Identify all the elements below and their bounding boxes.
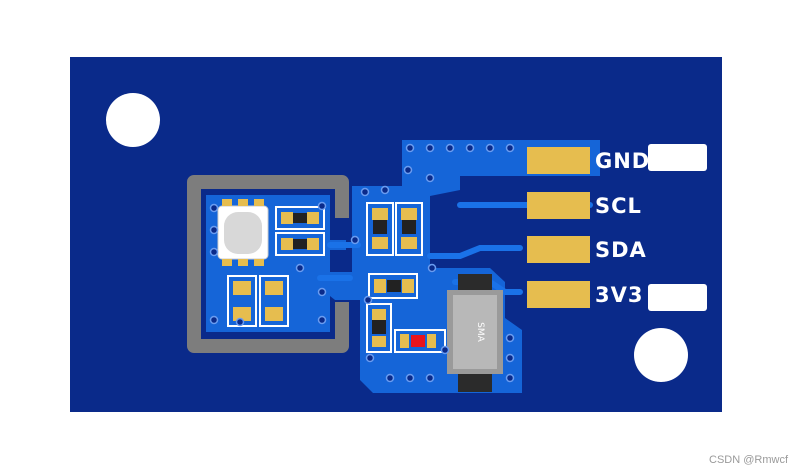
watermark: CSDN @Rmwcf <box>709 454 788 466</box>
silk-box-gnd <box>648 144 707 171</box>
pad-gnd <box>527 147 590 174</box>
vias <box>209 143 515 383</box>
passives <box>227 202 423 353</box>
pad-3v3 <box>527 281 590 308</box>
mounting-hole-bottom-right <box>634 328 688 382</box>
pad-sda <box>527 236 590 263</box>
header-pads <box>527 147 590 308</box>
pin-label-gnd: GND <box>595 149 650 173</box>
pin-label-3v3: 3V3 <box>595 283 643 307</box>
pad-scl <box>527 192 590 219</box>
pin-label-sda: SDA <box>595 238 647 262</box>
sma-diode: SMA <box>447 274 503 392</box>
mounting-hole-top-left <box>106 93 160 147</box>
keepout-ring <box>187 175 349 353</box>
sensor-chip <box>217 199 269 266</box>
diode-marking: SMA <box>475 322 485 342</box>
led-indicator <box>394 329 446 353</box>
silk-box-3v3 <box>648 284 707 311</box>
pin-label-scl: SCL <box>595 194 642 218</box>
